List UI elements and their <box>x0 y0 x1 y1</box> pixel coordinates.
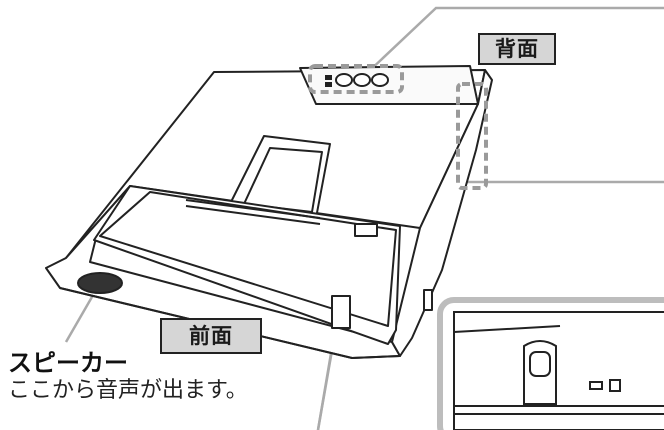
leader-line-back-controls <box>365 6 664 75</box>
dashed-highlights <box>308 64 488 190</box>
button-1 <box>335 73 353 87</box>
dashed-box-top-controls <box>308 64 404 94</box>
button-3 <box>371 73 389 87</box>
button-2 <box>353 73 371 87</box>
front-port <box>331 295 351 329</box>
dashed-box-back-panel <box>456 82 488 190</box>
speaker-grille <box>77 272 123 294</box>
front-label: 前面 <box>160 318 262 354</box>
speaker-description: ここから音声が出ます。 <box>8 378 248 403</box>
back-label: 背面 <box>478 33 556 65</box>
inset-detail <box>437 297 664 430</box>
speaker-title: スピーカー <box>8 349 128 377</box>
projector-body <box>45 65 493 359</box>
control-buttons <box>325 73 389 87</box>
leader-line-speaker <box>64 289 98 343</box>
front-sensor <box>354 223 378 237</box>
